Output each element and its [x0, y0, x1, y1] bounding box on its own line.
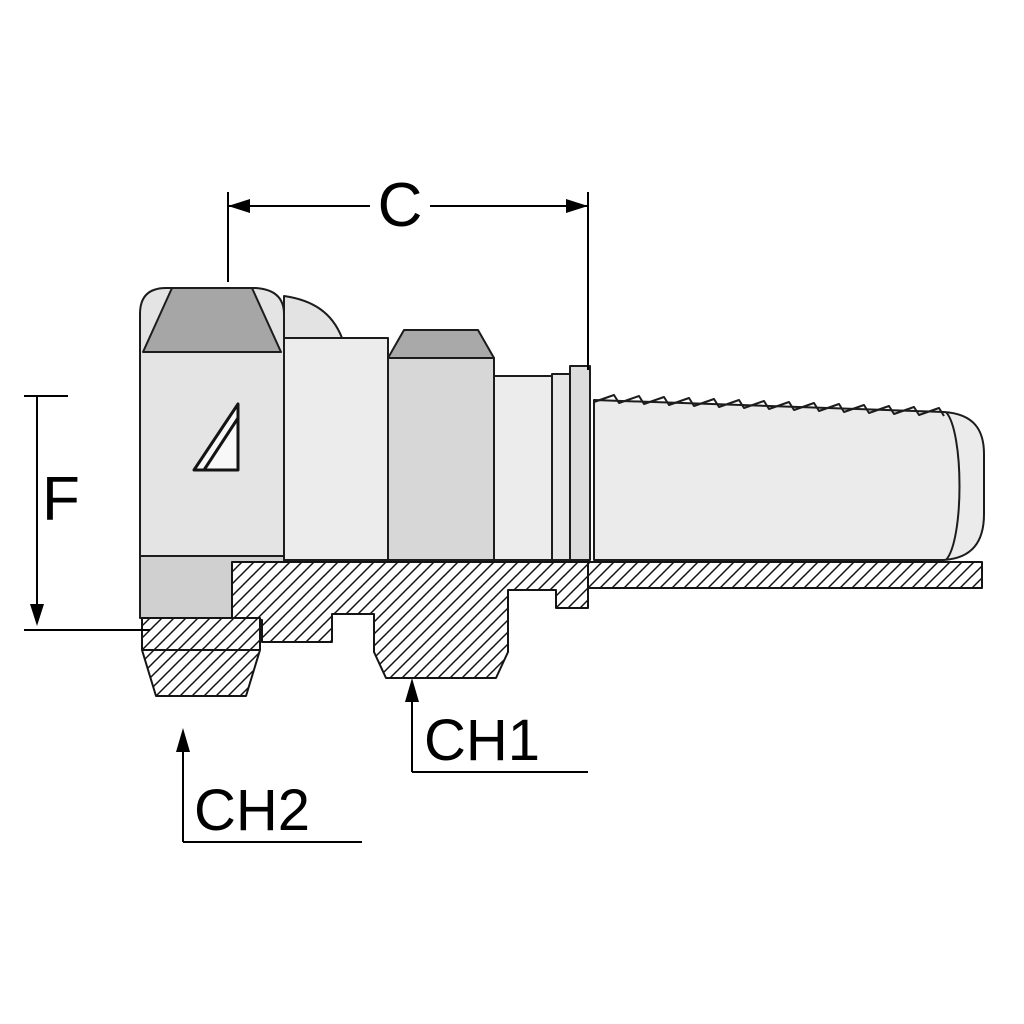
dimension-f: F	[24, 395, 150, 631]
brand-logo-stripe	[202, 417, 240, 471]
hose-tail	[593, 394, 985, 561]
section-cut-strip	[587, 561, 983, 589]
dimension-f-arrow-down	[30, 604, 44, 626]
hose-tail-serrations	[593, 394, 945, 417]
hex-ch1-chamfer	[387, 329, 495, 359]
section-cut-left	[231, 561, 589, 679]
callout-ch1-arrow-up	[405, 678, 419, 702]
neck-left	[283, 295, 389, 561]
hex-ch1	[387, 329, 495, 561]
callout-ch2: CH2	[176, 728, 362, 843]
tail-shoulder	[551, 365, 591, 561]
hose-tail-body	[593, 399, 985, 561]
dimension-c-arrow-right	[566, 199, 588, 213]
swivel-nut-chamfer	[142, 287, 282, 353]
hose-tail-endcap	[945, 411, 961, 561]
neck-right	[493, 375, 553, 561]
callout-ch1-label: CH1	[424, 708, 540, 773]
shoulder-step-outer	[569, 365, 591, 561]
collar-ch2	[141, 617, 261, 697]
shoulder-step-inner	[551, 373, 571, 561]
dimension-c: C	[227, 171, 589, 370]
neck-left-body	[283, 337, 389, 561]
section-cut-left-hatch	[231, 561, 589, 679]
section-cut-strip-hatch	[587, 561, 983, 589]
brand-logo-flag	[192, 402, 240, 472]
callout-ch1: CH1	[405, 678, 588, 773]
dimension-c-arrow-left	[228, 199, 250, 213]
hex-ch1-face	[387, 357, 495, 561]
callout-ch2-arrow-up	[176, 728, 190, 752]
collar-ch2-hatch	[141, 617, 261, 697]
brand-logo-icon	[192, 402, 240, 472]
callout-ch2-label: CH2	[194, 778, 310, 843]
dimension-f-label: F	[42, 465, 80, 534]
neck-left-transition	[283, 295, 343, 339]
dimension-c-label: C	[378, 171, 423, 240]
